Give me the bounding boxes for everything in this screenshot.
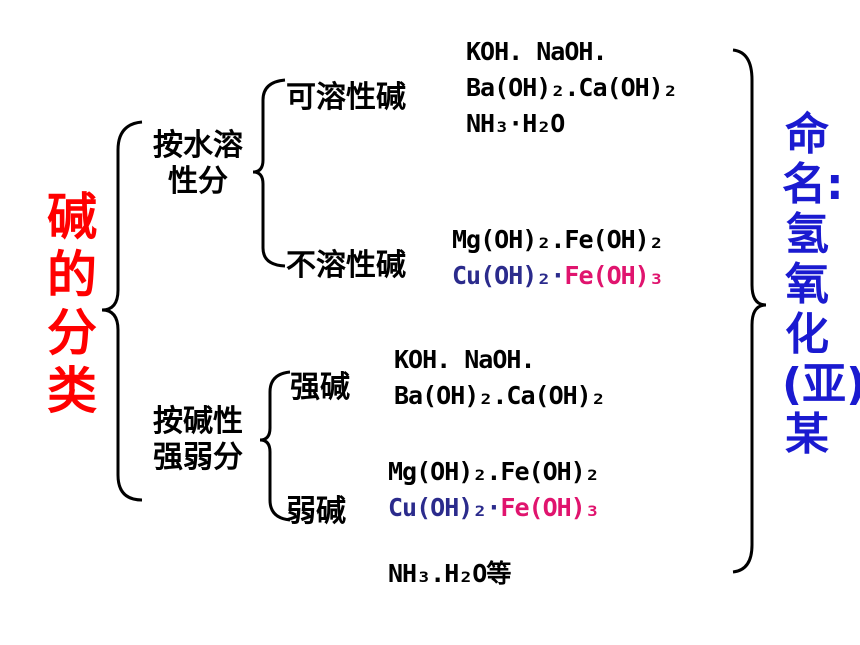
soluble-label: 可溶性碱 [286,80,406,115]
insoluble-line1: Mg(OH)₂.Fe(OH)₂ [452,225,664,254]
main-left-brace [101,120,143,502]
weak-label: 弱碱 [286,494,346,529]
strength-brace [259,370,291,522]
by-strength-label-line1: 按碱性 [153,404,243,439]
soluble-examples: KOH. NaOH. Ba(OH)₂.Ca(OH)₂ NH₃·H₂O [466,34,678,142]
by-water-label: 按水溶 性分 [138,128,258,200]
strong-examples: KOH. NaOH. Ba(OH)₂.Ca(OH)₂ [394,342,606,414]
by-strength-label: 按碱性 强弱分 [138,404,258,476]
by-water-label-line2: 性分 [168,164,228,199]
insoluble-label: 不溶性碱 [286,248,406,283]
insoluble-line2: Cu(OH)₂·Fe(OH)₃ [452,258,664,294]
strong-line1: KOH. NaOH. [394,345,536,374]
weak-line2: Cu(OH)₂·Fe(OH)₃ [388,490,600,526]
weak-examples: Mg(OH)₂.Fe(OH)₂ Cu(OH)₂·Fe(OH)₃ [388,454,600,526]
root-title: 碱的分类 [47,188,97,420]
insoluble-sep: · [550,261,565,290]
weak-fe: Fe(OH)₃ [500,493,599,522]
insoluble-fe: Fe(OH)₃ [564,261,663,290]
insoluble-examples: Mg(OH)₂.Fe(OH)₂ Cu(OH)₂·Fe(OH)₃ [452,222,664,294]
soluble-line2: Ba(OH)₂.Ca(OH)₂ [466,73,678,102]
water-brace [252,78,286,268]
weak-cu: Cu(OH)₂ [388,493,487,522]
by-water-label-line1: 按水溶 [153,128,243,163]
soluble-line1: KOH. NaOH. [466,37,608,66]
naming-rule: 命名:氢氧化(亚)某 [782,109,860,460]
strong-label: 强碱 [290,370,350,405]
right-brace [732,48,767,574]
insoluble-cu: Cu(OH)₂ [452,261,551,290]
by-strength-label-line2: 强弱分 [153,440,243,475]
weak-line3: NH₃.H₂O等 [388,559,511,588]
weak-sep: · [486,493,501,522]
weak-line1: Mg(OH)₂.Fe(OH)₂ [388,457,600,486]
strong-line2: Ba(OH)₂.Ca(OH)₂ [394,381,606,410]
soluble-line3: NH₃·H₂O [466,109,565,138]
